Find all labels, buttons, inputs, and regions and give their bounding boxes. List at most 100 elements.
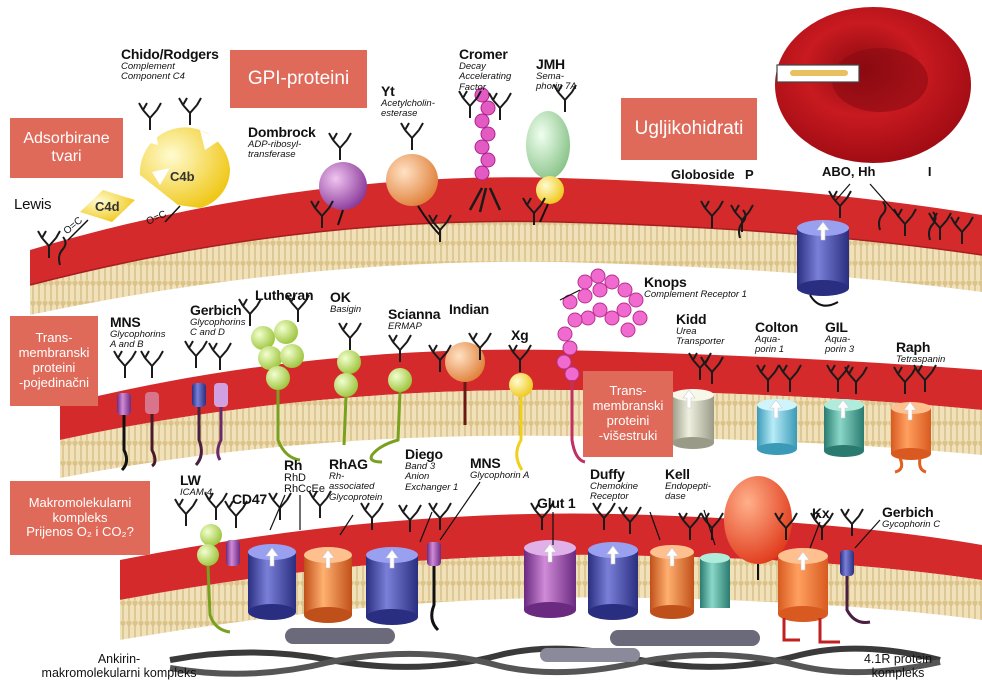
glycan-tree (185, 341, 207, 368)
glycan-tree (139, 103, 161, 130)
c4b-label: C4b (170, 169, 195, 184)
label-jmh: JMH Sema- phorin 7A (536, 57, 577, 93)
box-tm-single-l2: membranski (19, 346, 90, 361)
colton-desc-2: porin 1 (755, 345, 798, 356)
jmh-name: JMH (536, 57, 577, 72)
duffy-desc-2: Receptor (590, 492, 638, 503)
cromer-bead (481, 127, 495, 141)
diego-name: Diego (405, 447, 458, 462)
c4d-label: C4d (95, 199, 120, 214)
label-duffy: Duffy Chemokine Receptor (590, 467, 638, 503)
cromer-bead (481, 153, 495, 167)
kell-name: Kell (665, 467, 711, 482)
label-cromer: Cromer Decay Accelerating Factor (459, 47, 511, 94)
glycan-tree (175, 499, 197, 526)
raph-name: Raph (896, 340, 945, 355)
box-gpi-label: GPI-proteini (248, 68, 349, 90)
box-macro-l2: kompleks (53, 511, 108, 526)
box-macro-l1: Makromolekularni (29, 496, 132, 511)
scianna-name: Scianna (388, 307, 440, 322)
xg-name: Xg (511, 328, 529, 343)
glycan-tree (339, 323, 361, 350)
rhag-name: RhAG (329, 457, 382, 472)
label-scianna: Scianna ERMAP (388, 307, 440, 332)
box-tm-single-l4: -pojedinačni (19, 376, 89, 391)
rh-name: Rh (284, 458, 325, 473)
lw-name: LW (180, 473, 212, 488)
glycan-tree (141, 351, 163, 378)
box-tm-multi-l4: -višestruki (599, 429, 658, 444)
knops-bead (565, 367, 579, 381)
kx-name: Kx (812, 506, 830, 521)
glycan-tree (179, 98, 201, 125)
box-adsorbed-line2: tvari (51, 148, 81, 166)
label-diego: Diego Band 3 Anion Exchanger 1 (405, 447, 458, 494)
cd47-protein (226, 540, 240, 566)
colton-name: Colton (755, 320, 798, 335)
label-rhag: RhAG Rh- associated Glycoprotein (329, 457, 382, 504)
caption-ankyrin-l2: makromolekularni kompleks (14, 666, 224, 680)
knops-bead (568, 313, 582, 327)
knops-bead (591, 269, 605, 283)
caption-41r: 4.1R protein kompleks (843, 652, 953, 681)
box-carbs: Ugljikohidrati (621, 98, 757, 160)
cromer-bead (475, 166, 489, 180)
cd47-name: CD47 (232, 492, 267, 507)
kell-teal-cyl (700, 553, 730, 608)
label-lw: LW ICAM-4 (180, 473, 212, 498)
cromer-name: Cromer (459, 47, 511, 62)
glut1-name: Glut 1 (537, 496, 575, 511)
globoside-p: P (745, 167, 754, 182)
knops-bead (593, 303, 607, 317)
label-lutheran: Lutheran (255, 288, 313, 303)
box-gpi: GPI-proteini (230, 50, 367, 108)
label-colton: Colton Aqua- porin 1 (755, 320, 798, 356)
glycan-tree (114, 351, 136, 378)
label-dombrock: Dombrock ADP-ribosyl- transferase (248, 125, 316, 161)
label-lewis: Lewis (14, 197, 51, 213)
abo-i: I (928, 164, 932, 179)
mnsa-name: MNS (470, 456, 529, 471)
chido-desc-2: Component C4 (121, 72, 219, 83)
rhag-desc-3: Glycoprotein (329, 493, 382, 504)
mnsa-desc-1: Glycophorin A (470, 471, 529, 482)
glycan-tree (401, 123, 423, 150)
label-ok: OK Basigin (330, 290, 361, 315)
gil-name: GIL (825, 320, 854, 335)
yt-name: Yt (381, 84, 435, 99)
cromer-desc-3: Factor (459, 83, 511, 94)
lewis-name: Lewis (14, 197, 51, 213)
caption-41r-l2: kompleks (843, 666, 953, 680)
box-macro-l3: Prijenos O₂ i CO₂? (26, 525, 134, 540)
glycan-tree (209, 343, 231, 370)
glycan-tree (459, 91, 481, 118)
box-tm-single: Trans- membranski proteini -pojedinačni (10, 316, 98, 406)
label-glut1: Glut 1 (537, 496, 575, 511)
chido-name: Chido/Rodgers (121, 47, 219, 62)
lutheran-name: Lutheran (255, 288, 313, 303)
cytoskeleton (170, 628, 940, 674)
indian-name: Indian (449, 302, 489, 317)
ok-desc-1: Basigin (330, 305, 361, 316)
cromer-bead (475, 114, 489, 128)
box-carbs-label: Ugljikohidrati (635, 118, 744, 140)
box-tm-multi: Trans- membranski proteini -višestruki (583, 371, 673, 457)
knops-bead (558, 327, 572, 341)
cromer-bead (475, 140, 489, 154)
rh-desc-2: RhCcEe (284, 484, 325, 496)
scianna-desc-1: ERMAP (388, 322, 440, 333)
o-c-left: O=C (62, 215, 85, 237)
kidd-name: Kidd (676, 312, 724, 327)
yt-desc-2: esterase (381, 109, 435, 120)
label-gil: GIL Aqua- porin 3 (825, 320, 854, 356)
knops-desc-1: Complement Receptor 1 (644, 290, 747, 301)
kell-desc-2: dase (665, 492, 711, 503)
knops-bead (605, 275, 619, 289)
knops-bead (563, 341, 577, 355)
lw-desc-1: ICAM-4 (180, 488, 212, 499)
dombrock-desc-2: transferase (248, 150, 316, 161)
box-tm-single-l1: Trans- (35, 331, 72, 346)
glycan-tree (329, 133, 351, 160)
label-gerbichc: Gerbich Gycophorin C (882, 505, 940, 530)
